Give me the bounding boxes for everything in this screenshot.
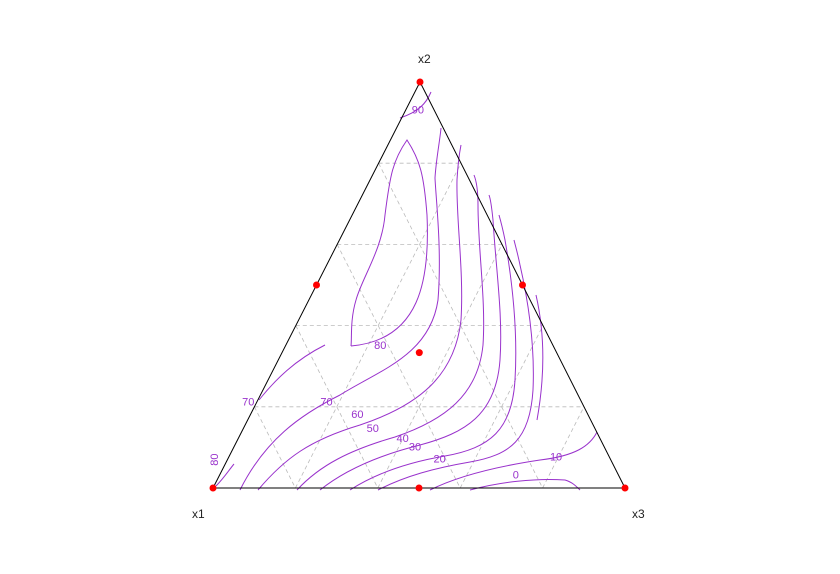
- grid-line: [254, 406, 296, 489]
- grid-line: [377, 244, 503, 489]
- vertex-label-x3: x3: [632, 507, 645, 521]
- contour-label-30: 30: [409, 441, 421, 453]
- contour-label-10: 10: [550, 451, 562, 463]
- contour-line-80: [350, 139, 428, 347]
- contour-label-50: 50: [367, 423, 379, 435]
- design-point: [519, 281, 526, 289]
- grid-line: [542, 406, 585, 489]
- contour-label-20: 20: [434, 453, 446, 465]
- design-point: [415, 349, 423, 357]
- grid-line: [378, 163, 543, 489]
- contour-line-70: [239, 127, 442, 491]
- contour-label-90: 90: [412, 104, 424, 116]
- contour-line-20: [377, 239, 534, 491]
- design-point: [209, 484, 217, 492]
- vertex-label-x1: x1: [192, 507, 205, 521]
- contour-line-60: [257, 144, 463, 491]
- contour-line-10b: [535, 294, 544, 421]
- grid-line: [295, 325, 379, 489]
- design-point: [415, 484, 423, 492]
- contour-label-70: 70: [320, 397, 332, 409]
- vertex-labels: x1 x2 x3: [192, 52, 645, 521]
- contour-line-90: [399, 91, 432, 119]
- grid-lines: [254, 162, 585, 489]
- contour-label-0: 0: [513, 470, 519, 482]
- contour-label-40: 40: [397, 433, 409, 445]
- contour-label-60: 60: [351, 409, 363, 421]
- contour-line-70b: [258, 344, 326, 401]
- grid-line: [295, 163, 462, 489]
- design-point: [416, 78, 424, 86]
- design-point: [621, 484, 629, 492]
- vertex-label-x2: x2: [418, 52, 431, 66]
- design-points: [209, 78, 629, 492]
- contour-label-80: 80: [209, 453, 221, 465]
- contour-line-50: [296, 174, 485, 491]
- contour-line-80-left: [215, 463, 235, 487]
- contour-line-30: [349, 214, 517, 491]
- design-point: [313, 281, 320, 289]
- contour-line-0: [469, 479, 581, 491]
- grid-line: [336, 244, 461, 489]
- contour-line-10: [429, 431, 598, 491]
- contour-lines: [215, 91, 598, 491]
- contour-label-80: 80: [374, 340, 386, 352]
- contour-line-40: [319, 194, 502, 491]
- contour-label-70: 70: [242, 397, 254, 409]
